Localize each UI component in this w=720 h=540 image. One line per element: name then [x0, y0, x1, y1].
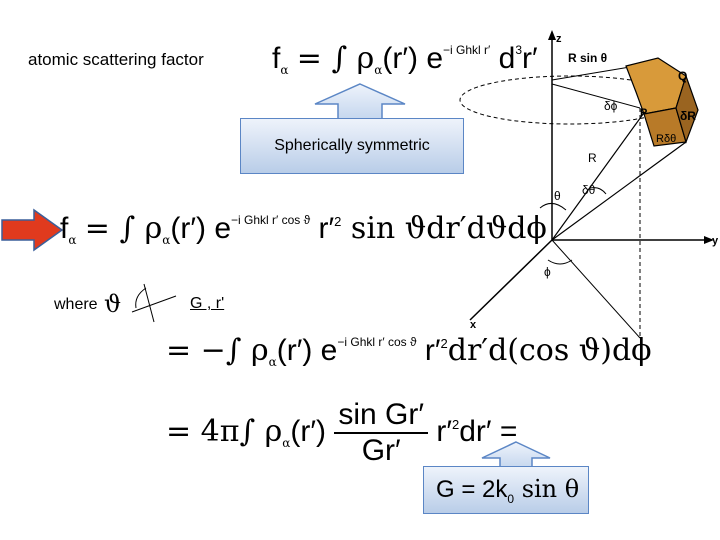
g-def-body: G = 2k — [436, 476, 508, 503]
delta-theta-label: δθ — [582, 183, 596, 197]
spherical-coordinates-diagram: z y x R sin θ Q P δϕ δR Rδθ R θ δθ ϕ — [459, 30, 719, 339]
equation-3: = −∫ ρα(r′) e−i Ghkl r′ cos ϑ r′2dr′d(co… — [166, 333, 652, 369]
eq2-alpha-sub: α — [68, 233, 77, 247]
r-sin-theta-label: R sin θ — [568, 51, 607, 65]
eq1-f: f — [272, 42, 281, 75]
eq1-integral: = ∫ ρ — [296, 41, 375, 76]
eq2-integral: = ∫ ρ — [84, 211, 163, 246]
eq1-alpha-sub: α — [280, 63, 289, 77]
eq2-f: f — [60, 212, 69, 245]
r-label: R — [588, 151, 597, 165]
eq3-integral: = −∫ ρ — [166, 333, 269, 368]
g-def-sub: 0 — [507, 492, 515, 506]
g-definition: G = 2k0 sin θ — [436, 477, 579, 505]
eq2-r: r′ — [318, 212, 335, 245]
eq3-alpha-sub: α — [268, 355, 277, 369]
r-vector — [551, 109, 647, 241]
q-label: Q — [678, 69, 687, 83]
g-def-tail: sin θ — [514, 475, 580, 503]
r-delta-theta-label: Rδθ — [656, 133, 676, 145]
where-theta-symbol: ϑ — [104, 290, 122, 318]
eq2-alpha-sub-2: α — [162, 233, 171, 247]
p-label: P — [640, 107, 647, 119]
eq2-tail: sin ϑdr′dϑdϕ — [341, 211, 547, 246]
eq1-alpha-sub-2: α — [374, 63, 383, 77]
eq4-fraction: sin Gr′ Gr′ — [334, 400, 428, 466]
eq1-body: (r′) e — [382, 42, 444, 75]
red-arrow-icon — [1, 208, 64, 252]
delta-r-label: δR — [680, 109, 696, 123]
eq4-integral: = 4π∫ ρ — [166, 413, 283, 449]
eq2-square: 2 — [334, 214, 342, 229]
eq3-r: r′ — [424, 334, 441, 367]
eq2-exponent: −i Ghkl r′ cos ϑ — [231, 213, 311, 227]
equation-1: fα = ∫ ρα(r′) e−i Ghkl r′ d3r′ — [272, 41, 538, 77]
x-axis-label: x — [470, 319, 477, 331]
eq4-alpha-sub: α — [282, 435, 291, 450]
spherically-symmetric-label: Spherically symmetric — [274, 137, 430, 154]
g-definition-box: G = 2k0 sin θ — [423, 466, 589, 514]
angle-icon — [131, 283, 177, 323]
eq3-body: (r′) e — [276, 334, 338, 367]
eq1-d: d — [498, 42, 516, 75]
eq4-square: 2 — [451, 416, 460, 432]
eq2-body: (r′) e — [170, 212, 232, 245]
eq1-r: r′ — [522, 42, 538, 75]
atomic-scattering-factor-label: atomic scattering factor — [28, 50, 204, 69]
eq4-tail: dr′ = — [459, 414, 518, 448]
equation-2: fα = ∫ ρα(r′) e−i Ghkl r′ cos ϑ r′2 sin … — [60, 211, 547, 247]
where-label: where — [54, 296, 98, 313]
up-arrow — [314, 83, 406, 121]
spherically-symmetric-callout: Spherically symmetric — [240, 118, 464, 174]
eq1-exponent: −i Ghkl r′ — [443, 43, 491, 57]
equation-4: = 4π∫ ρα(r′) sin Gr′ Gr′ r′2dr′ = — [166, 400, 517, 466]
eq4-denominator: Gr′ — [361, 434, 401, 467]
delta-phi-label: δϕ — [604, 99, 618, 113]
eq4-r: r′ — [436, 414, 452, 448]
angle-between-label: G , r' — [190, 295, 225, 312]
y-axis-label: y — [712, 235, 719, 247]
eq3-tail: dr′d(cos ϑ)dϕ — [447, 333, 652, 368]
theta-label: θ — [554, 189, 561, 203]
x-axis — [469, 239, 553, 321]
eq4-body: (r′) — [290, 414, 326, 448]
eq3-exponent: −i Ghkl r′ cos ϑ — [337, 335, 417, 349]
phi-label: ϕ — [544, 265, 551, 279]
eq4-numerator: sin Gr′ — [334, 400, 428, 434]
z-axis-label: z — [556, 33, 562, 45]
eq1-cube: 3 — [515, 43, 522, 57]
eq3-square: 2 — [440, 336, 448, 351]
